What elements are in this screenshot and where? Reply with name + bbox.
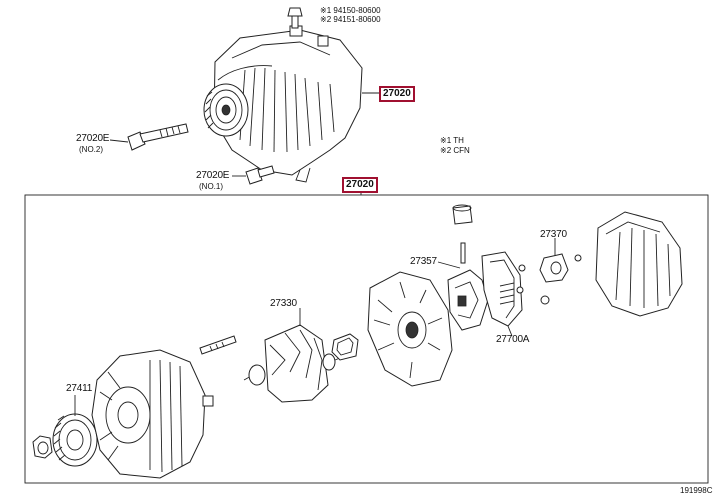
bolt1-subtitle: (NO.1) <box>199 182 223 191</box>
part-27370: 27370 <box>540 229 567 240</box>
leader-bolt2 <box>109 139 129 143</box>
bolt-no1 <box>245 165 275 185</box>
bolt-note-2: ※2 94151-80600 <box>320 15 381 24</box>
bolt1-part-number: 27020E <box>196 170 230 181</box>
bolt2-part-number: 27020E <box>76 133 110 144</box>
insulator-ring <box>331 333 359 361</box>
part-27357: 27357 <box>410 256 437 267</box>
legend-1: ※1 TH <box>440 136 464 145</box>
rectifier-end-frame <box>367 271 453 387</box>
legend-2: ※2 CFN <box>440 146 470 155</box>
voltage-regulator-27700A <box>481 251 526 327</box>
rectifier-holder <box>447 269 489 331</box>
bolt-note-1: ※1 94150-80600 <box>320 6 381 15</box>
pulley-nut <box>32 435 53 459</box>
pulley-27411 <box>52 413 98 467</box>
assembly-ref-top[interactable]: 27020 <box>379 86 415 102</box>
stud-bolt <box>199 335 237 355</box>
drive-end-frame <box>91 349 214 479</box>
alternator-assembly-top <box>203 7 363 183</box>
leader-regulator <box>507 325 513 337</box>
part-27700A: 27700A <box>496 334 530 345</box>
assembly-group-frame <box>24 194 709 484</box>
rotor-27330 <box>243 324 346 403</box>
part-27411: 27411 <box>66 383 93 394</box>
leader-cap <box>437 261 461 269</box>
part-27330: 27330 <box>270 298 297 309</box>
brush-holder-27370 <box>539 253 582 305</box>
rear-cover <box>595 211 683 317</box>
bolt-no2 <box>127 123 189 151</box>
diagram-id: 191998C <box>680 486 713 495</box>
assembly-ref-group[interactable]: 27020 <box>342 177 378 193</box>
bolt2-subtitle: (NO.2) <box>79 145 103 154</box>
regulator-terminal-cap <box>452 204 473 264</box>
